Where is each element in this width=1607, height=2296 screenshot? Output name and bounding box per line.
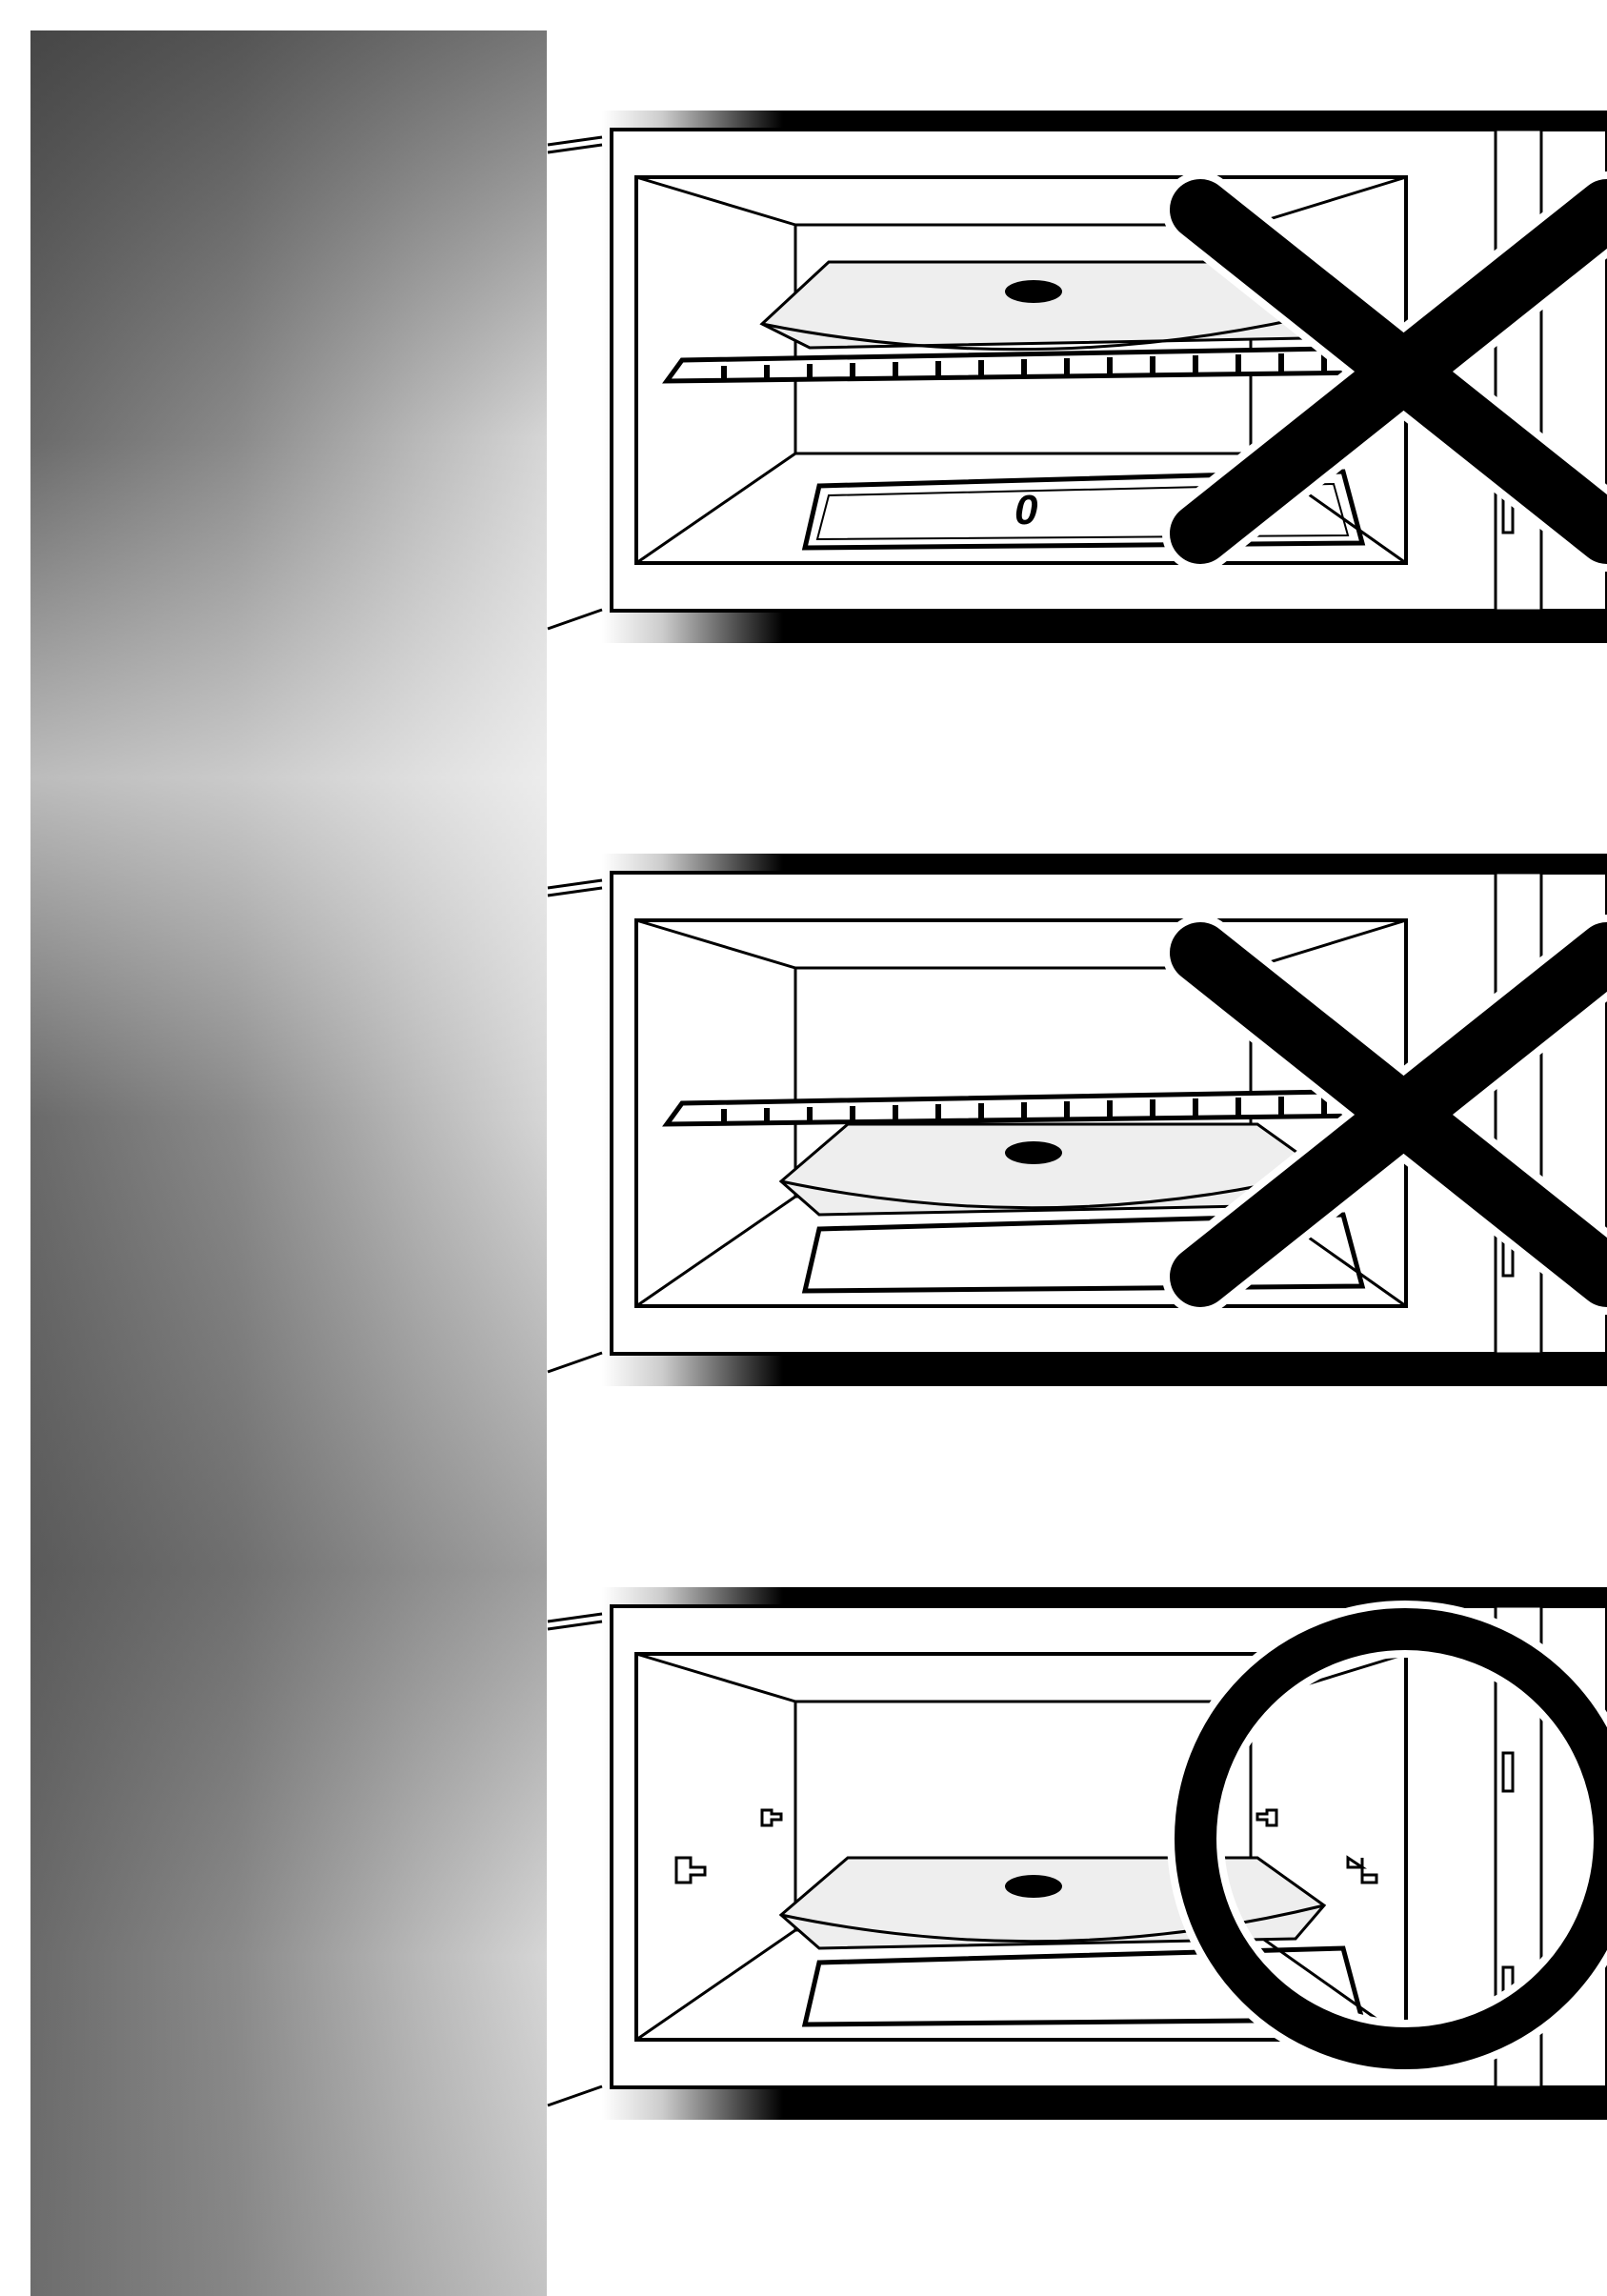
side-shading-highlight — [30, 30, 547, 2296]
door-edge — [1496, 130, 1541, 611]
door-edge — [1496, 873, 1541, 1354]
microwave-tray-on-turntable-illustration — [533, 1572, 1607, 2120]
panel-tray-under-rack — [533, 838, 1607, 1386]
door-latch-top — [1503, 1753, 1513, 1791]
turntable-digit: 0 — [1014, 487, 1038, 534]
panel-tray-on-turntable — [533, 1572, 1607, 2120]
microwave-tray-under-rack-illustration — [533, 838, 1607, 1386]
side-shading-bar — [30, 30, 547, 2296]
oven-frame-bracket — [548, 880, 602, 1372]
oven-frame-bracket — [548, 137, 602, 629]
panel-tray-on-rack: 0 — [533, 95, 1607, 643]
oven-frame-bracket — [548, 1614, 602, 2105]
microwave-tray-on-rack-illustration: 0 — [533, 95, 1607, 643]
